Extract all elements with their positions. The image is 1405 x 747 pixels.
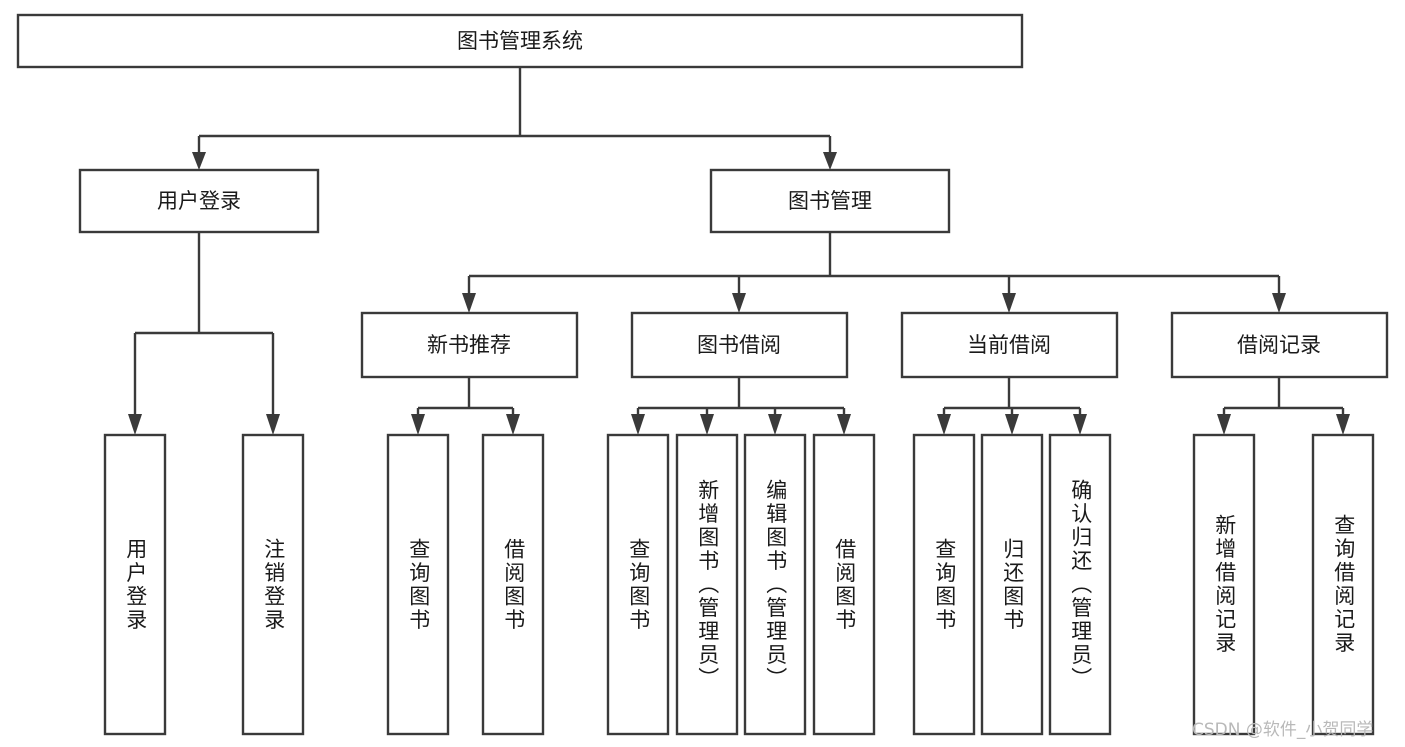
arrow-to-leaf-borrow-book-1 [506, 414, 520, 435]
node-label-new-book-recommend: 新书推荐 [427, 333, 511, 357]
node-label-user-login: 用户登录 [157, 189, 241, 213]
arrow-to-leaf-add-record [1217, 414, 1231, 435]
arrow-to-book-borrow [732, 293, 746, 313]
arrow-to-leaf-query-book-3 [937, 414, 951, 435]
node-box-book-borrow[interactable] [630, 311, 849, 379]
arrow-to-current-borrow [1002, 293, 1016, 313]
arrow-to-leaf-user-login [128, 414, 142, 435]
arrow-to-leaf-add-book [700, 414, 714, 435]
arrow-to-leaf-query-book-2 [631, 414, 645, 435]
node-box-book-management[interactable] [709, 168, 951, 234]
arrow-to-leaf-return-book [1005, 414, 1019, 435]
connectors-layer [128, 67, 1350, 435]
arrow-to-leaf-confirm-return [1073, 414, 1087, 435]
node-box-leaf-borrow-book-2[interactable] [812, 433, 876, 736]
node-box-user-login[interactable] [78, 168, 320, 234]
node-box-leaf-edit-book[interactable] [743, 433, 807, 736]
node-box-leaf-return-book[interactable] [980, 433, 1044, 736]
node-box-leaf-add-record[interactable] [1192, 433, 1256, 736]
node-box-leaf-query-book-1[interactable] [386, 433, 450, 736]
node-box-current-borrow[interactable] [900, 311, 1119, 379]
arrow-to-borrow-record [1272, 293, 1286, 313]
arrow-root-to-user-login [192, 152, 206, 170]
node-box-leaf-add-book[interactable] [675, 433, 739, 736]
node-box-leaf-query-book-3[interactable] [912, 433, 976, 736]
node-label-borrow-record: 借阅记录 [1237, 333, 1321, 357]
node-box-leaf-user-login[interactable] [103, 433, 167, 736]
arrow-to-leaf-borrow-book-2 [837, 414, 851, 435]
node-box-new-book-recommend[interactable] [360, 311, 579, 379]
node-label-root: 图书管理系统 [457, 29, 583, 53]
node-box-leaf-query-book-2[interactable] [606, 433, 670, 736]
node-box-leaf-logout-login[interactable] [241, 433, 305, 736]
nodes-layer: 图书管理系统 用户登录 图书管理 新书推荐 图书借阅 当前借阅 借阅记录 [16, 13, 1389, 736]
node-label-book-management: 图书管理 [788, 189, 872, 213]
node-label-book-borrow: 图书借阅 [697, 333, 781, 357]
node-box-root[interactable] [16, 13, 1024, 69]
arrow-to-leaf-query-book-1 [411, 414, 425, 435]
arrow-to-leaf-logout-login [266, 414, 280, 435]
arrow-to-leaf-edit-book [768, 414, 782, 435]
node-box-leaf-borrow-book-1[interactable] [481, 433, 545, 736]
arrow-to-new-book-recommend [462, 293, 476, 313]
node-box-leaf-query-record[interactable] [1311, 433, 1375, 736]
arrow-to-leaf-query-record [1336, 414, 1350, 435]
csdn-watermark: CSDN @软件_小贺同学 [1192, 720, 1374, 740]
arrow-root-to-book-management [823, 152, 837, 170]
node-box-borrow-record[interactable] [1170, 311, 1389, 379]
node-box-leaf-confirm-return[interactable] [1048, 433, 1112, 736]
node-label-current-borrow: 当前借阅 [967, 333, 1051, 357]
